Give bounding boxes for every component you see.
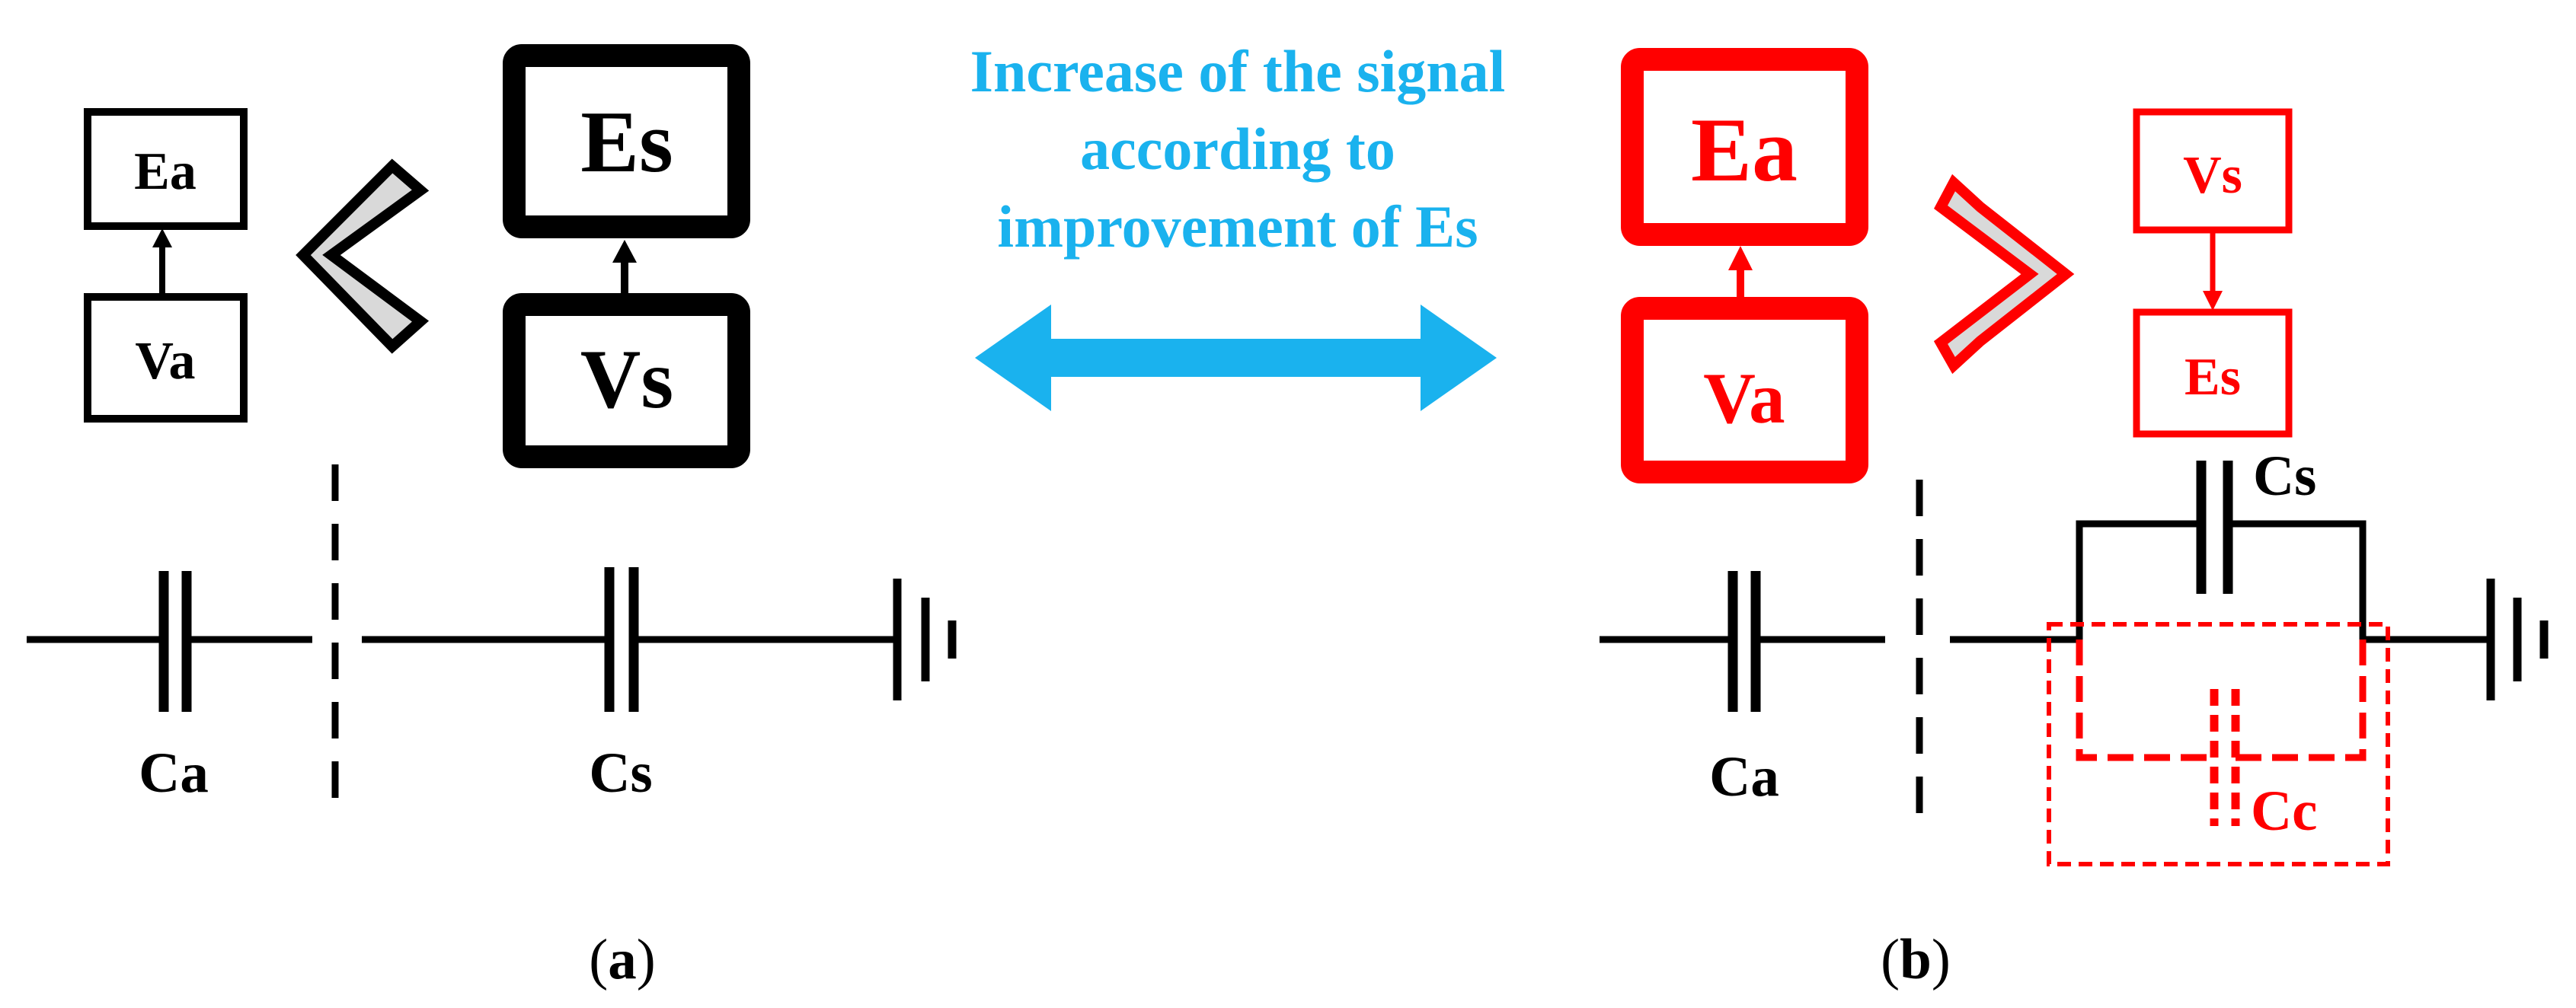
greater-than-chevron-icon [1933,174,2075,375]
caption-a: (a) [589,928,655,991]
center-line-1: Increase of the signal [970,38,1506,104]
va-label-large: Va [1703,358,1785,439]
cs-label-b: Cs [2253,445,2316,508]
panel-a-small-stack: Ea Va [84,108,248,423]
center-line-3: improvement of Es [997,193,1478,260]
cc-wire-left [2076,640,2213,761]
panel-b-circuit [1600,461,2549,818]
va-to-ea-arrowhead [152,228,172,247]
es-label-small: Es [2184,348,2241,407]
cc-dashed-box [2047,622,2390,866]
es-label: Es [580,94,673,190]
panel-a-large-stack: Es Vs [503,44,750,468]
ground-icon-b [2486,579,2549,700]
cs-label: Cs [589,742,652,805]
es-box-small [2133,308,2293,438]
cc-branch [2047,622,2390,866]
va-to-ea-arrowhead-red [1728,246,1753,270]
va-box [84,293,248,423]
panel-b-large-stack: Ea Va [1621,48,1868,483]
center-annotation: Increase of the signal according to impr… [970,38,1506,411]
double-headed-arrow-icon [975,305,1497,411]
ground-icon [893,579,957,700]
cc-wire-right [2236,640,2367,761]
ca-label-b: Ca [1709,745,1779,809]
vs-to-es-arrowhead-red [2203,291,2223,311]
ca-label: Ca [139,742,209,805]
ea-box [84,108,248,230]
ea-box-large [1621,48,1868,246]
ea-label: Ea [134,142,197,201]
vs-to-es-arrowhead [612,240,637,263]
cs-branch-right [2228,520,2367,640]
caption-b: (b) [1881,928,1951,991]
vs-box [503,293,750,468]
ea-label-large: Ea [1691,99,1798,200]
cc-label: Cc [2251,780,2317,843]
less-than-chevron-icon [296,158,430,354]
center-line-2: according to [1080,116,1395,182]
panel-a: Ea Va Es Vs [27,44,957,991]
va-label: Va [135,332,195,391]
vs-label-small: Vs [2183,146,2242,205]
es-box [503,44,750,238]
panel-b-small-stack: Vs Es [2133,108,2293,438]
va-box-large [1621,297,1868,483]
panel-a-circuit [27,464,957,807]
cs-branch-left [2076,520,2201,640]
vs-label: Vs [580,333,673,426]
panel-b: Ea Va Vs Es [1600,48,2549,991]
